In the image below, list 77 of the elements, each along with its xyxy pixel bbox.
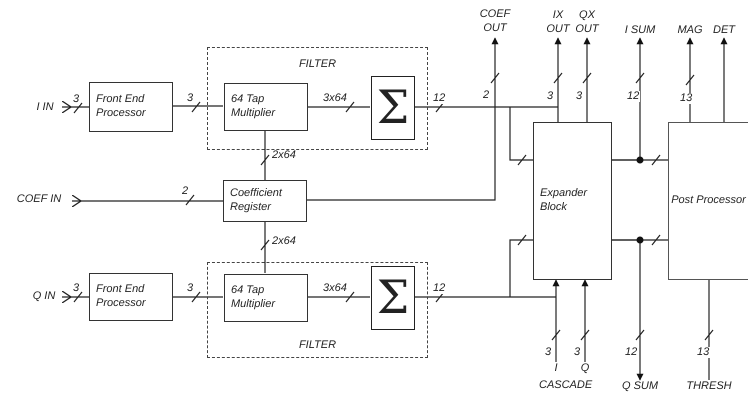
bus-width-label: 3 bbox=[575, 91, 584, 102]
process-box bbox=[223, 180, 307, 222]
filter-group bbox=[207, 47, 428, 150]
bus-width-label: 3 bbox=[544, 347, 552, 358]
group-title: FILTER bbox=[298, 58, 336, 72]
process-box bbox=[89, 82, 173, 132]
process-box bbox=[224, 274, 308, 322]
node-label: I bbox=[554, 362, 558, 376]
connector bbox=[582, 279, 588, 362]
node-label: THRESH bbox=[686, 380, 732, 394]
node-label: QX OUT bbox=[574, 9, 600, 37]
bus-width-label: 2x64 bbox=[271, 236, 297, 247]
node-label: Coefficient Register bbox=[230, 187, 284, 215]
bus-width-label: 12 bbox=[624, 347, 638, 358]
bus-width-label: 13 bbox=[679, 93, 694, 104]
filter-group bbox=[207, 262, 428, 358]
group-title: FILTER bbox=[298, 339, 336, 353]
node-label: 64 Tap Multiplier bbox=[231, 93, 276, 121]
node-label: MAG bbox=[677, 24, 703, 38]
node-label: 64 Tap Multiplier bbox=[231, 284, 276, 312]
node-label: DET bbox=[713, 24, 735, 38]
bus-width-label: 3 bbox=[72, 94, 80, 105]
sigma-symbol: Σ bbox=[376, 269, 410, 326]
signal-label: CASCADE bbox=[538, 380, 594, 391]
bus-width-label: 2x64 bbox=[271, 150, 297, 161]
connector bbox=[708, 280, 710, 380]
node-label: COEF OUT bbox=[478, 8, 512, 36]
process-box bbox=[89, 273, 173, 321]
node-label: I IN bbox=[36, 101, 54, 115]
bus-width-label: 3 bbox=[72, 283, 80, 294]
connector bbox=[413, 239, 557, 298]
connector bbox=[413, 106, 559, 161]
connector bbox=[173, 105, 223, 107]
bus-width-label: 12 bbox=[626, 91, 640, 102]
bus-width-label: 3x64 bbox=[322, 93, 348, 104]
process-box bbox=[224, 83, 308, 131]
bus-width-label: 3x64 bbox=[322, 283, 348, 294]
connector bbox=[612, 37, 644, 161]
bus-width-label: 12 bbox=[432, 283, 446, 294]
summation-box bbox=[371, 266, 415, 330]
bus-width-label: 2 bbox=[482, 90, 490, 101]
node-label: Front End Processor bbox=[96, 283, 147, 311]
connector bbox=[264, 222, 266, 273]
connector bbox=[720, 37, 728, 122]
node-label: Post Processor bbox=[671, 194, 746, 208]
connector bbox=[554, 37, 562, 122]
node-label: Q SUM bbox=[622, 380, 658, 394]
node-label: COEF IN bbox=[16, 193, 62, 207]
bus-width-label: 3 bbox=[186, 93, 194, 104]
connector bbox=[61, 100, 89, 114]
connector bbox=[61, 290, 89, 304]
node-label: Q IN bbox=[32, 290, 56, 304]
connector bbox=[686, 37, 694, 122]
connector bbox=[612, 239, 644, 381]
sigma-symbol: Σ bbox=[376, 79, 410, 136]
connector bbox=[552, 279, 560, 362]
bus-width-label: 3 bbox=[573, 347, 582, 358]
bus-width-label: 3 bbox=[546, 91, 554, 102]
connector bbox=[307, 37, 498, 201]
node-label: Q bbox=[580, 362, 590, 376]
connector bbox=[264, 130, 266, 180]
node-label: Front End Processor bbox=[96, 93, 147, 121]
connector bbox=[71, 194, 223, 208]
process-box bbox=[533, 122, 612, 280]
process-box bbox=[668, 122, 748, 280]
bus-width-label: 12 bbox=[432, 93, 446, 104]
node-label: I SUM bbox=[624, 24, 656, 38]
connector bbox=[307, 106, 370, 108]
summation-box bbox=[371, 76, 415, 140]
bus-width-label: 2 bbox=[181, 186, 190, 197]
connector bbox=[173, 296, 223, 298]
node-label: IX OUT bbox=[545, 9, 571, 37]
node-label: Expander Block bbox=[540, 187, 588, 215]
bus-width-label: 13 bbox=[696, 347, 710, 358]
bus-width-label: 3 bbox=[186, 283, 194, 294]
connector bbox=[584, 37, 590, 122]
connector bbox=[307, 296, 370, 298]
